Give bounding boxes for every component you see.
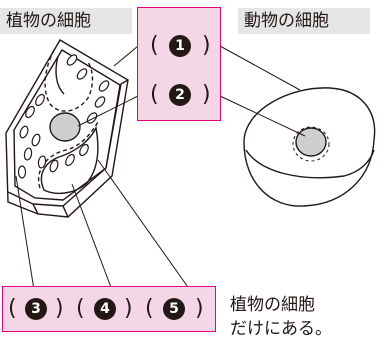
leader-2-animal — [219, 95, 306, 137]
plant-only-note-line1: 植物の細胞 — [230, 295, 315, 315]
leader-1-animal — [219, 45, 301, 91]
leader-lines — [15, 45, 306, 291]
plant-only-note-line2: だけにある。 — [230, 319, 332, 339]
close-paren: ) — [202, 82, 211, 107]
number-2: 2 — [169, 84, 191, 106]
animal-cell — [243, 87, 376, 207]
close-paren: ) — [55, 296, 64, 321]
plant-cell — [5, 39, 129, 218]
number-3: 3 — [25, 298, 47, 320]
leader-4 — [71, 183, 113, 291]
animal-cell-title: 動物の細胞 — [238, 8, 370, 34]
leader-3 — [15, 175, 35, 291]
open-paren: ( — [150, 33, 159, 58]
number-1: 1 — [169, 35, 191, 57]
plant-nucleus — [49, 112, 81, 142]
close-paren: ) — [124, 296, 133, 321]
close-paren: ) — [202, 33, 211, 58]
close-paren: ) — [195, 296, 204, 321]
leader-2-plant — [77, 95, 139, 127]
open-paren: ( — [145, 296, 154, 321]
plant-cell-title: 植物の細胞 — [0, 8, 132, 34]
animal-nucleus — [295, 127, 327, 157]
open-paren: ( — [76, 296, 85, 321]
leader-1-plant — [113, 45, 139, 67]
leader-5 — [97, 159, 191, 291]
open-paren: ( — [150, 82, 159, 107]
open-paren: ( — [8, 296, 17, 321]
number-4: 4 — [94, 298, 116, 320]
number-5: 5 — [163, 298, 185, 320]
